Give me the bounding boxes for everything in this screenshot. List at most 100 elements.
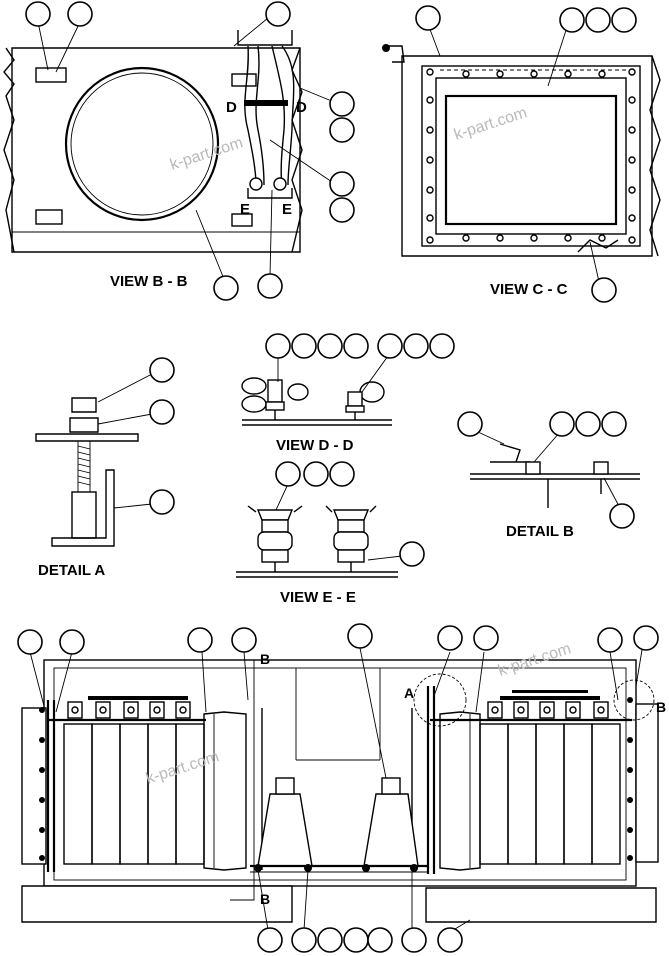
watermark: k-part.com <box>452 104 529 144</box>
leader <box>243 651 249 701</box>
frame-break <box>577 239 619 253</box>
leader <box>29 651 45 707</box>
view-bb: D D E E VIEW B - B <box>3 1 355 301</box>
view-bb-panel <box>11 47 301 253</box>
side-rail-right <box>635 703 659 863</box>
leader <box>37 21 49 71</box>
leader <box>303 869 309 931</box>
callout-bubble <box>401 927 427 953</box>
leader <box>361 355 389 393</box>
main-assembly: B B A B <box>17 623 666 953</box>
callout-bubble <box>317 927 343 953</box>
callout-bubble <box>633 625 659 651</box>
hose <box>255 45 265 186</box>
section-d-left: D <box>226 99 237 116</box>
plate <box>35 433 139 442</box>
detail-a-marker: A <box>404 685 414 701</box>
callout-bubble <box>291 333 317 359</box>
post-bolts-left <box>39 707 45 861</box>
leader <box>257 869 269 931</box>
insulator-left <box>257 793 313 867</box>
ring-clamp <box>64 66 220 222</box>
section-b-top: B <box>260 651 270 667</box>
callout-bubble <box>317 333 343 359</box>
strap-bend <box>499 443 521 463</box>
bracket <box>35 67 67 83</box>
callout-bubble <box>17 629 43 655</box>
callout-bubble <box>329 91 355 117</box>
callout-bubble <box>329 197 355 223</box>
callout-bubble <box>275 461 301 487</box>
callout-bubble <box>25 1 51 27</box>
callout-bubble <box>377 333 403 359</box>
hose <box>281 45 295 186</box>
view-cc-break <box>649 55 661 257</box>
battery-cells-left <box>63 711 247 871</box>
detail-b-ring <box>613 679 655 721</box>
insulator-cap <box>381 777 401 795</box>
leader <box>477 431 505 445</box>
nut <box>593 461 609 475</box>
view-cc-frame <box>401 55 653 257</box>
bracket <box>231 73 257 87</box>
leader <box>97 373 153 403</box>
detail-b-marker: B <box>656 699 666 715</box>
nut <box>69 417 99 433</box>
callout-bubble <box>343 333 369 359</box>
bracket <box>231 213 253 227</box>
callout-bubble <box>601 411 627 437</box>
wing-nut-terminal <box>241 377 309 420</box>
bracket <box>35 209 63 225</box>
callout-bubble <box>611 7 637 33</box>
detail-b: DETAIL B <box>457 411 640 540</box>
callout-bubble <box>591 277 617 303</box>
leader <box>269 189 273 277</box>
view-ee: VIEW E - E <box>236 461 425 606</box>
insulator-post <box>325 505 377 572</box>
strap <box>490 461 531 474</box>
view-cc-title: VIEW C - C <box>490 281 568 298</box>
leader <box>113 503 153 509</box>
mount-bolts <box>254 864 418 872</box>
detail-a-title: DETAIL A <box>38 562 105 579</box>
callout-bubble <box>347 623 373 649</box>
callout-bubble <box>429 333 455 359</box>
watermark: k-part.com <box>168 134 245 174</box>
gasket-frame <box>421 65 641 247</box>
view-dd: VIEW D - D <box>241 333 455 454</box>
bolt-row <box>426 68 636 244</box>
callout-bubble <box>187 627 213 653</box>
detail-a: DETAIL A <box>35 357 175 579</box>
leader <box>97 413 153 425</box>
leader <box>547 23 569 87</box>
watermark: k-part.com <box>496 640 573 680</box>
callout-bubble <box>585 7 611 33</box>
battery-cells-right <box>439 711 621 871</box>
leader <box>433 651 451 697</box>
leader <box>533 431 561 463</box>
view-bb-title: VIEW B - B <box>110 273 188 290</box>
callout-bubble <box>343 927 369 953</box>
ring-terminal <box>345 381 385 420</box>
mount-ear <box>386 45 405 63</box>
leader <box>55 21 81 73</box>
leader <box>603 477 621 509</box>
post-bolts-right <box>627 697 633 861</box>
callout-bubble <box>329 461 355 487</box>
leader <box>201 651 207 713</box>
leader <box>359 647 387 779</box>
callout-bubble <box>403 333 429 359</box>
panel-window <box>444 94 618 226</box>
insulator-cap <box>275 777 295 795</box>
ring-clamp-inner <box>70 72 214 216</box>
callout-bubble <box>213 275 239 301</box>
callout-bubble <box>437 625 463 651</box>
view-bb-break-right <box>291 47 303 253</box>
clip <box>244 100 288 106</box>
mount-hole <box>382 44 390 52</box>
cell-terminals-right <box>487 690 609 719</box>
callout-bubble <box>329 171 355 197</box>
skid-right <box>425 887 657 923</box>
view-bb-break-left <box>3 47 15 253</box>
